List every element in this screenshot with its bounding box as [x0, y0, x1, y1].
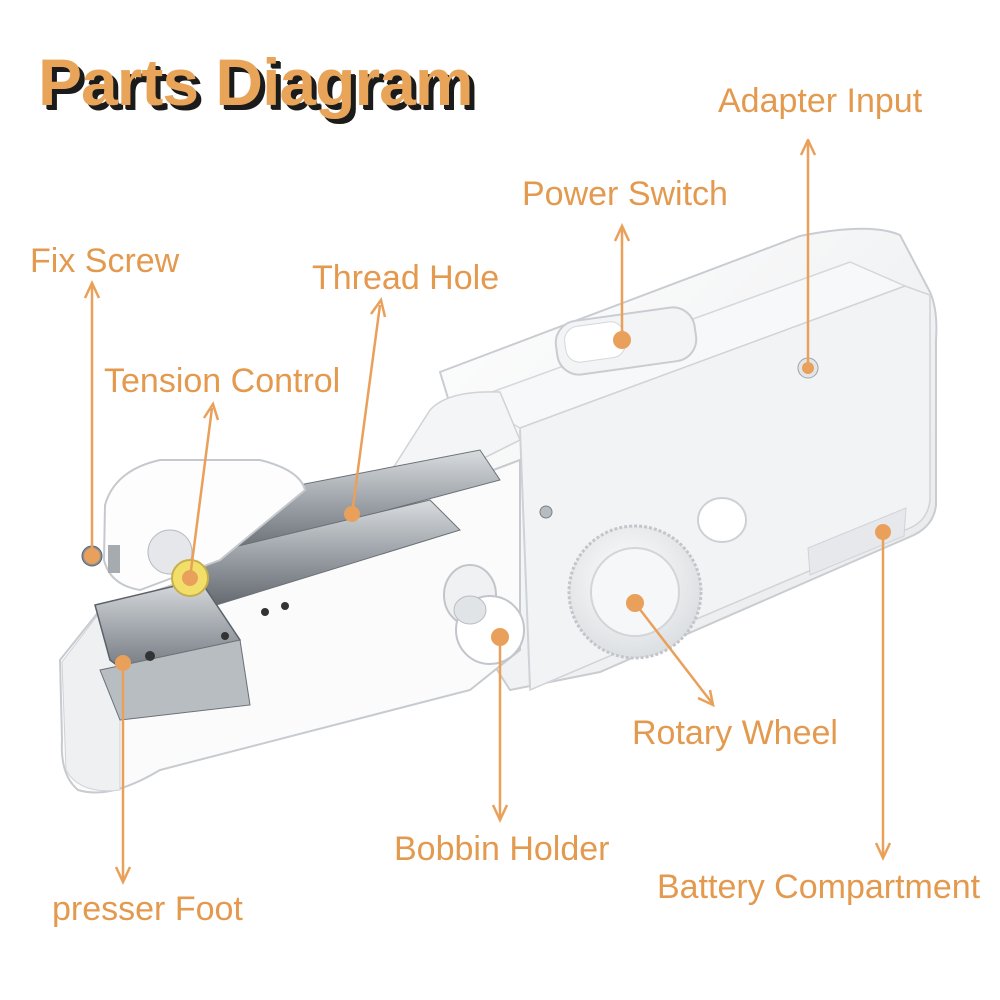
callout-dots [84, 331, 891, 671]
rotary-wheel-shape [567, 524, 703, 660]
bobbin-holder-shape [443, 564, 525, 665]
label-bobbin-holder: Bobbin Holder [394, 830, 610, 868]
label-rotary-wheel: Rotary Wheel [632, 714, 838, 752]
label-battery-compartment: Battery Compartment [657, 868, 981, 906]
label-presser-foot: presser Foot [52, 890, 243, 928]
label-tension-control: Tension Control [104, 362, 341, 400]
page-title: Parts Diagram [38, 45, 474, 119]
callout-arrows [83, 138, 892, 885]
label-thread-hole: Thread Hole [312, 259, 500, 297]
label-power-switch: Power Switch [522, 175, 728, 213]
label-adapter-input: Adapter Input [718, 82, 923, 120]
label-fix-screw: Fix Screw [30, 242, 180, 280]
